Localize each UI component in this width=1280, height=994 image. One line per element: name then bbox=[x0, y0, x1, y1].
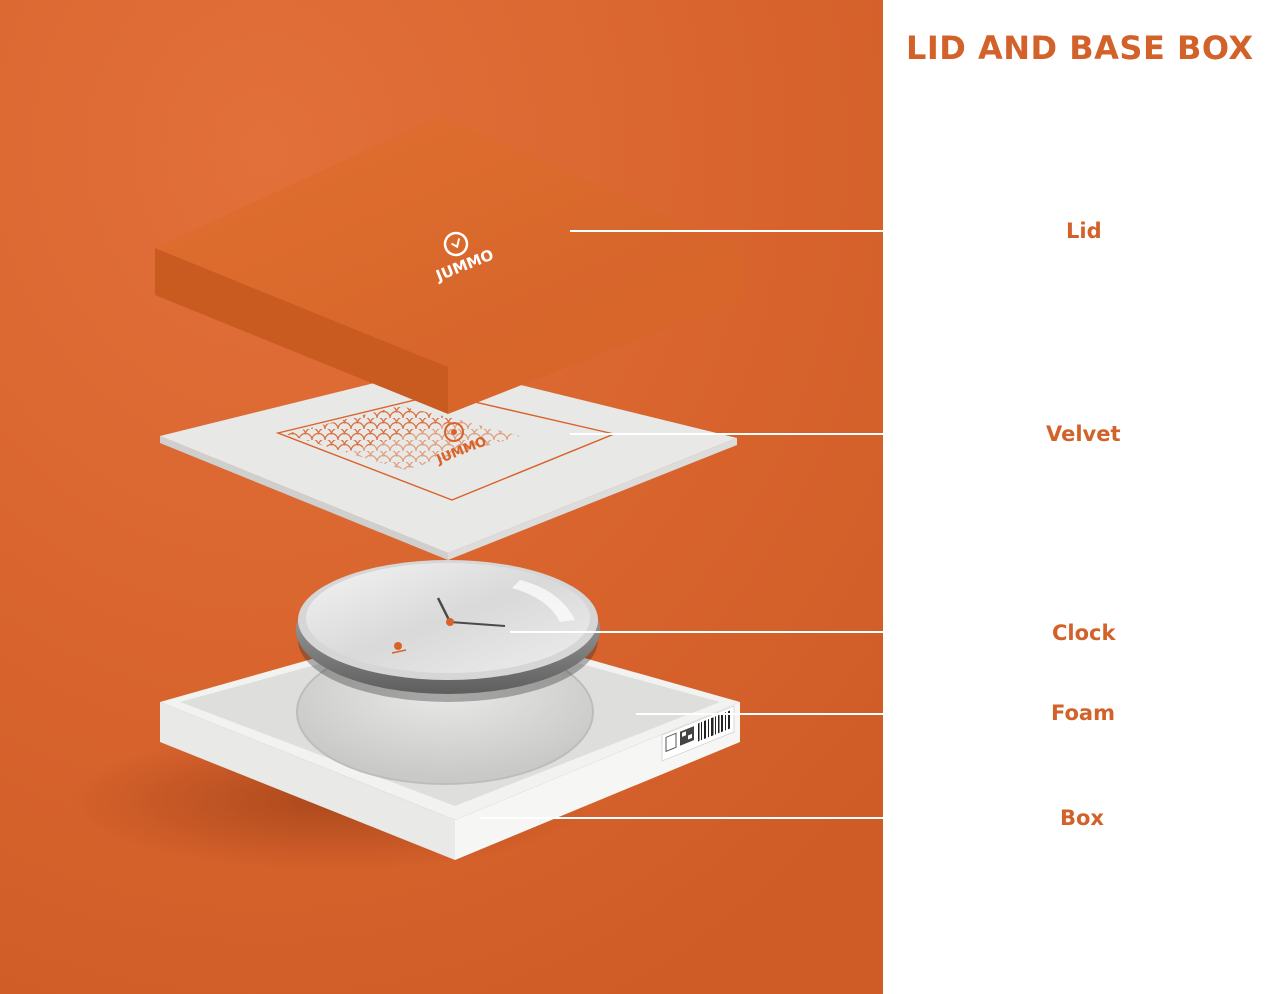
velvet-logo-icon bbox=[444, 422, 464, 442]
label-box: Box bbox=[1060, 806, 1104, 830]
velvet-scale-pattern bbox=[285, 406, 460, 452]
clock-logo-icon bbox=[394, 642, 402, 650]
clock-minute-hand bbox=[449, 621, 506, 627]
leader-lines bbox=[480, 230, 1055, 819]
clock-hour-hand bbox=[436, 597, 452, 623]
lid: JUMMO bbox=[155, 116, 745, 414]
clock-center-cap bbox=[446, 618, 454, 626]
page-title: LID AND BASE BOX bbox=[906, 29, 1254, 67]
velvet-sheet: JUMMO bbox=[160, 366, 737, 560]
white-label-panel bbox=[883, 0, 1280, 994]
label-lid: Lid bbox=[1066, 219, 1102, 243]
base-box bbox=[160, 620, 740, 860]
label-velvet: Velvet bbox=[1046, 422, 1121, 446]
lid-logo-icon bbox=[443, 231, 469, 257]
barcode-label bbox=[661, 705, 735, 762]
label-clock: Clock bbox=[1052, 621, 1116, 645]
clock bbox=[296, 560, 600, 702]
label-foam: Foam bbox=[1051, 701, 1115, 725]
